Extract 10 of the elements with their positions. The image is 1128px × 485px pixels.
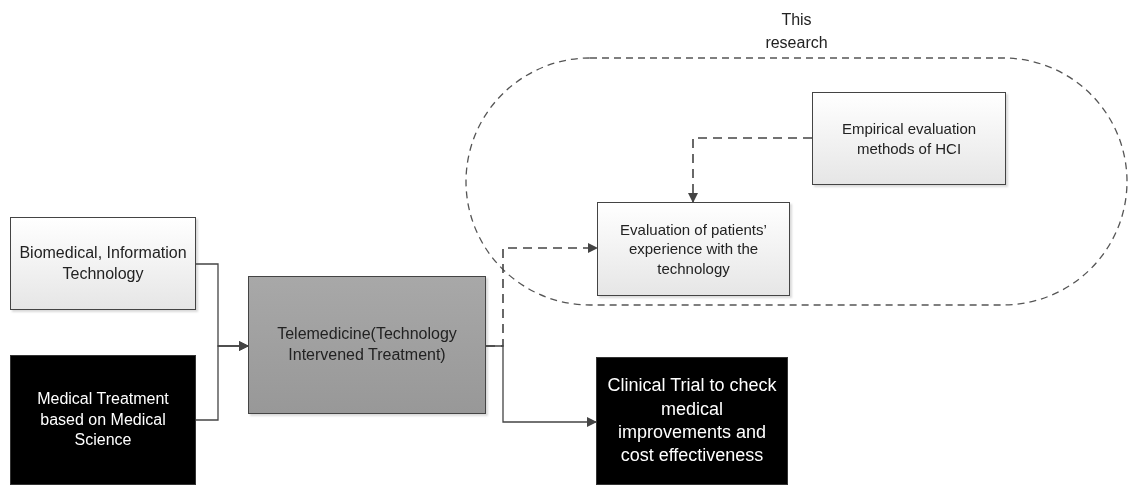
process-box: Empirical evaluation methods of HCI — [812, 92, 1006, 185]
arrow — [195, 341, 249, 421]
arrow — [688, 137, 813, 203]
process-box: Telemedicine(Technology Intervened Treatment) — [248, 276, 486, 414]
process-box: Clinical Trial to check medical improvements and cost effectiveness — [596, 357, 788, 485]
process-box: Evaluation of patients’ experience with the technology — [597, 202, 790, 296]
process-box: Medical Treatment based on Medical Science — [10, 355, 196, 485]
group-title: This research — [764, 10, 829, 54]
arrow — [485, 345, 597, 427]
process-box: Biomedical, Information Technology — [10, 217, 196, 310]
